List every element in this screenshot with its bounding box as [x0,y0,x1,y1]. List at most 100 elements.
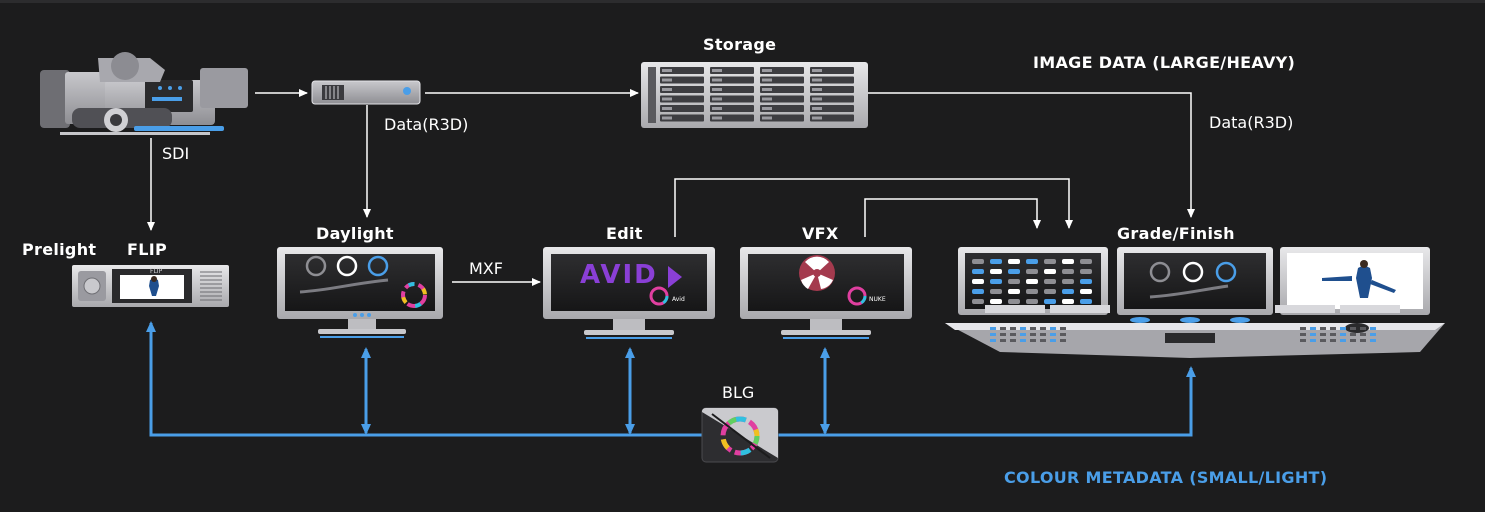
drive-led [662,69,672,72]
vfx-to-grade-arrow [864,198,1041,237]
scope-cell [1026,259,1038,264]
blg-icon [701,407,779,463]
console-key [1010,327,1016,330]
console-key [1300,333,1306,336]
scope-cell [1080,289,1092,294]
scope-cell [1026,289,1038,294]
console-key [1340,327,1346,330]
drive-led [662,97,672,101]
drive-led [662,107,672,110]
console-key [1060,327,1066,330]
daylight-monitor-icon [277,247,443,338]
scope-cell [972,289,984,294]
console-key [1360,339,1366,342]
storage-to-grade-arrow [868,92,1195,218]
scope-cell [1044,299,1056,304]
console-key [1320,339,1326,342]
drive-led [762,107,772,110]
scope-cell [990,269,1002,274]
avid-logo: AVID [580,260,658,290]
drive-bay [810,105,854,112]
data-r3d-label-recorder: Data(R3D) [384,115,469,134]
sdi-label: SDI [162,144,190,163]
drive-bay [810,95,854,103]
console-key [1020,339,1026,342]
console-key [1350,339,1356,342]
drive-led [762,116,772,120]
drive-led [712,97,722,101]
console-key [1340,333,1346,336]
scope-cell [1008,289,1020,294]
console-key [1060,333,1066,336]
drive-led [662,88,672,91]
console-key [1020,327,1026,330]
scope-cell [990,299,1002,304]
console-key [990,339,996,342]
colour-metadata-heading: COLOUR METADATA (SMALL/LIGHT) [1004,468,1328,487]
console-key [1010,333,1016,336]
drive-led [662,78,672,82]
drive-led [812,107,822,110]
console-key [1330,327,1336,330]
drive-bay [810,67,854,74]
scope-cell [1062,269,1074,274]
scope-cell [1080,279,1092,284]
drive-bay [760,86,804,93]
console-key [1040,333,1046,336]
scope-cell [1062,299,1074,304]
metadata-bus-right [778,366,1196,437]
drive-bay [660,95,704,103]
drive-bay [660,76,704,84]
drive-led [762,69,772,72]
console-key [1320,327,1326,330]
console-key [1300,339,1306,342]
data-flow-lines [147,89,1195,286]
avid-monitor-icon: AVID Avid [543,247,715,339]
drive-led [762,97,772,101]
recorder-icon [311,80,421,105]
drive-led [812,78,822,82]
drive-led [812,88,822,91]
drive-bay [710,114,754,122]
prelight-label: Prelight [22,240,97,259]
storage-side-panel [648,67,656,123]
console-key [1030,327,1036,330]
edit-label: Edit [606,224,643,243]
scope-cell [1044,289,1056,294]
drive-bay [810,76,854,84]
console-key [1040,327,1046,330]
edit-to-grade-arrow [674,178,1073,237]
storage-server-icon [641,62,868,128]
drive-led [712,107,722,110]
drive-bay [760,114,804,122]
scope-cell [1008,279,1020,284]
scope-cell [972,279,984,284]
scope-cell [972,269,984,274]
scope-cell [1008,269,1020,274]
metadata-flow-lines [146,321,1196,437]
camera-icon [40,52,248,135]
console-key [1060,339,1066,342]
flip-label: FLIP [127,240,168,259]
drive-bay [710,67,754,74]
daylight-label: Daylight [316,224,394,243]
scope-cell [990,289,1002,294]
console-key [990,327,996,330]
console-key [1310,333,1316,336]
console-key [1310,327,1316,330]
scope-cell [1008,259,1020,264]
scope-cell [1044,269,1056,274]
scope-cell [1062,259,1074,264]
drive-bay [760,76,804,84]
console-key [1340,339,1346,342]
nuke-sub-text: NUKE [869,296,886,303]
top-border [0,0,1485,3]
console-key [1370,333,1376,336]
console-key [1310,339,1316,342]
grade-finish-label: Grade/Finish [1117,224,1235,243]
scope-cell [1080,259,1092,264]
scope-cell [1026,279,1038,284]
drive-bay [710,105,754,112]
drive-led [712,78,722,82]
